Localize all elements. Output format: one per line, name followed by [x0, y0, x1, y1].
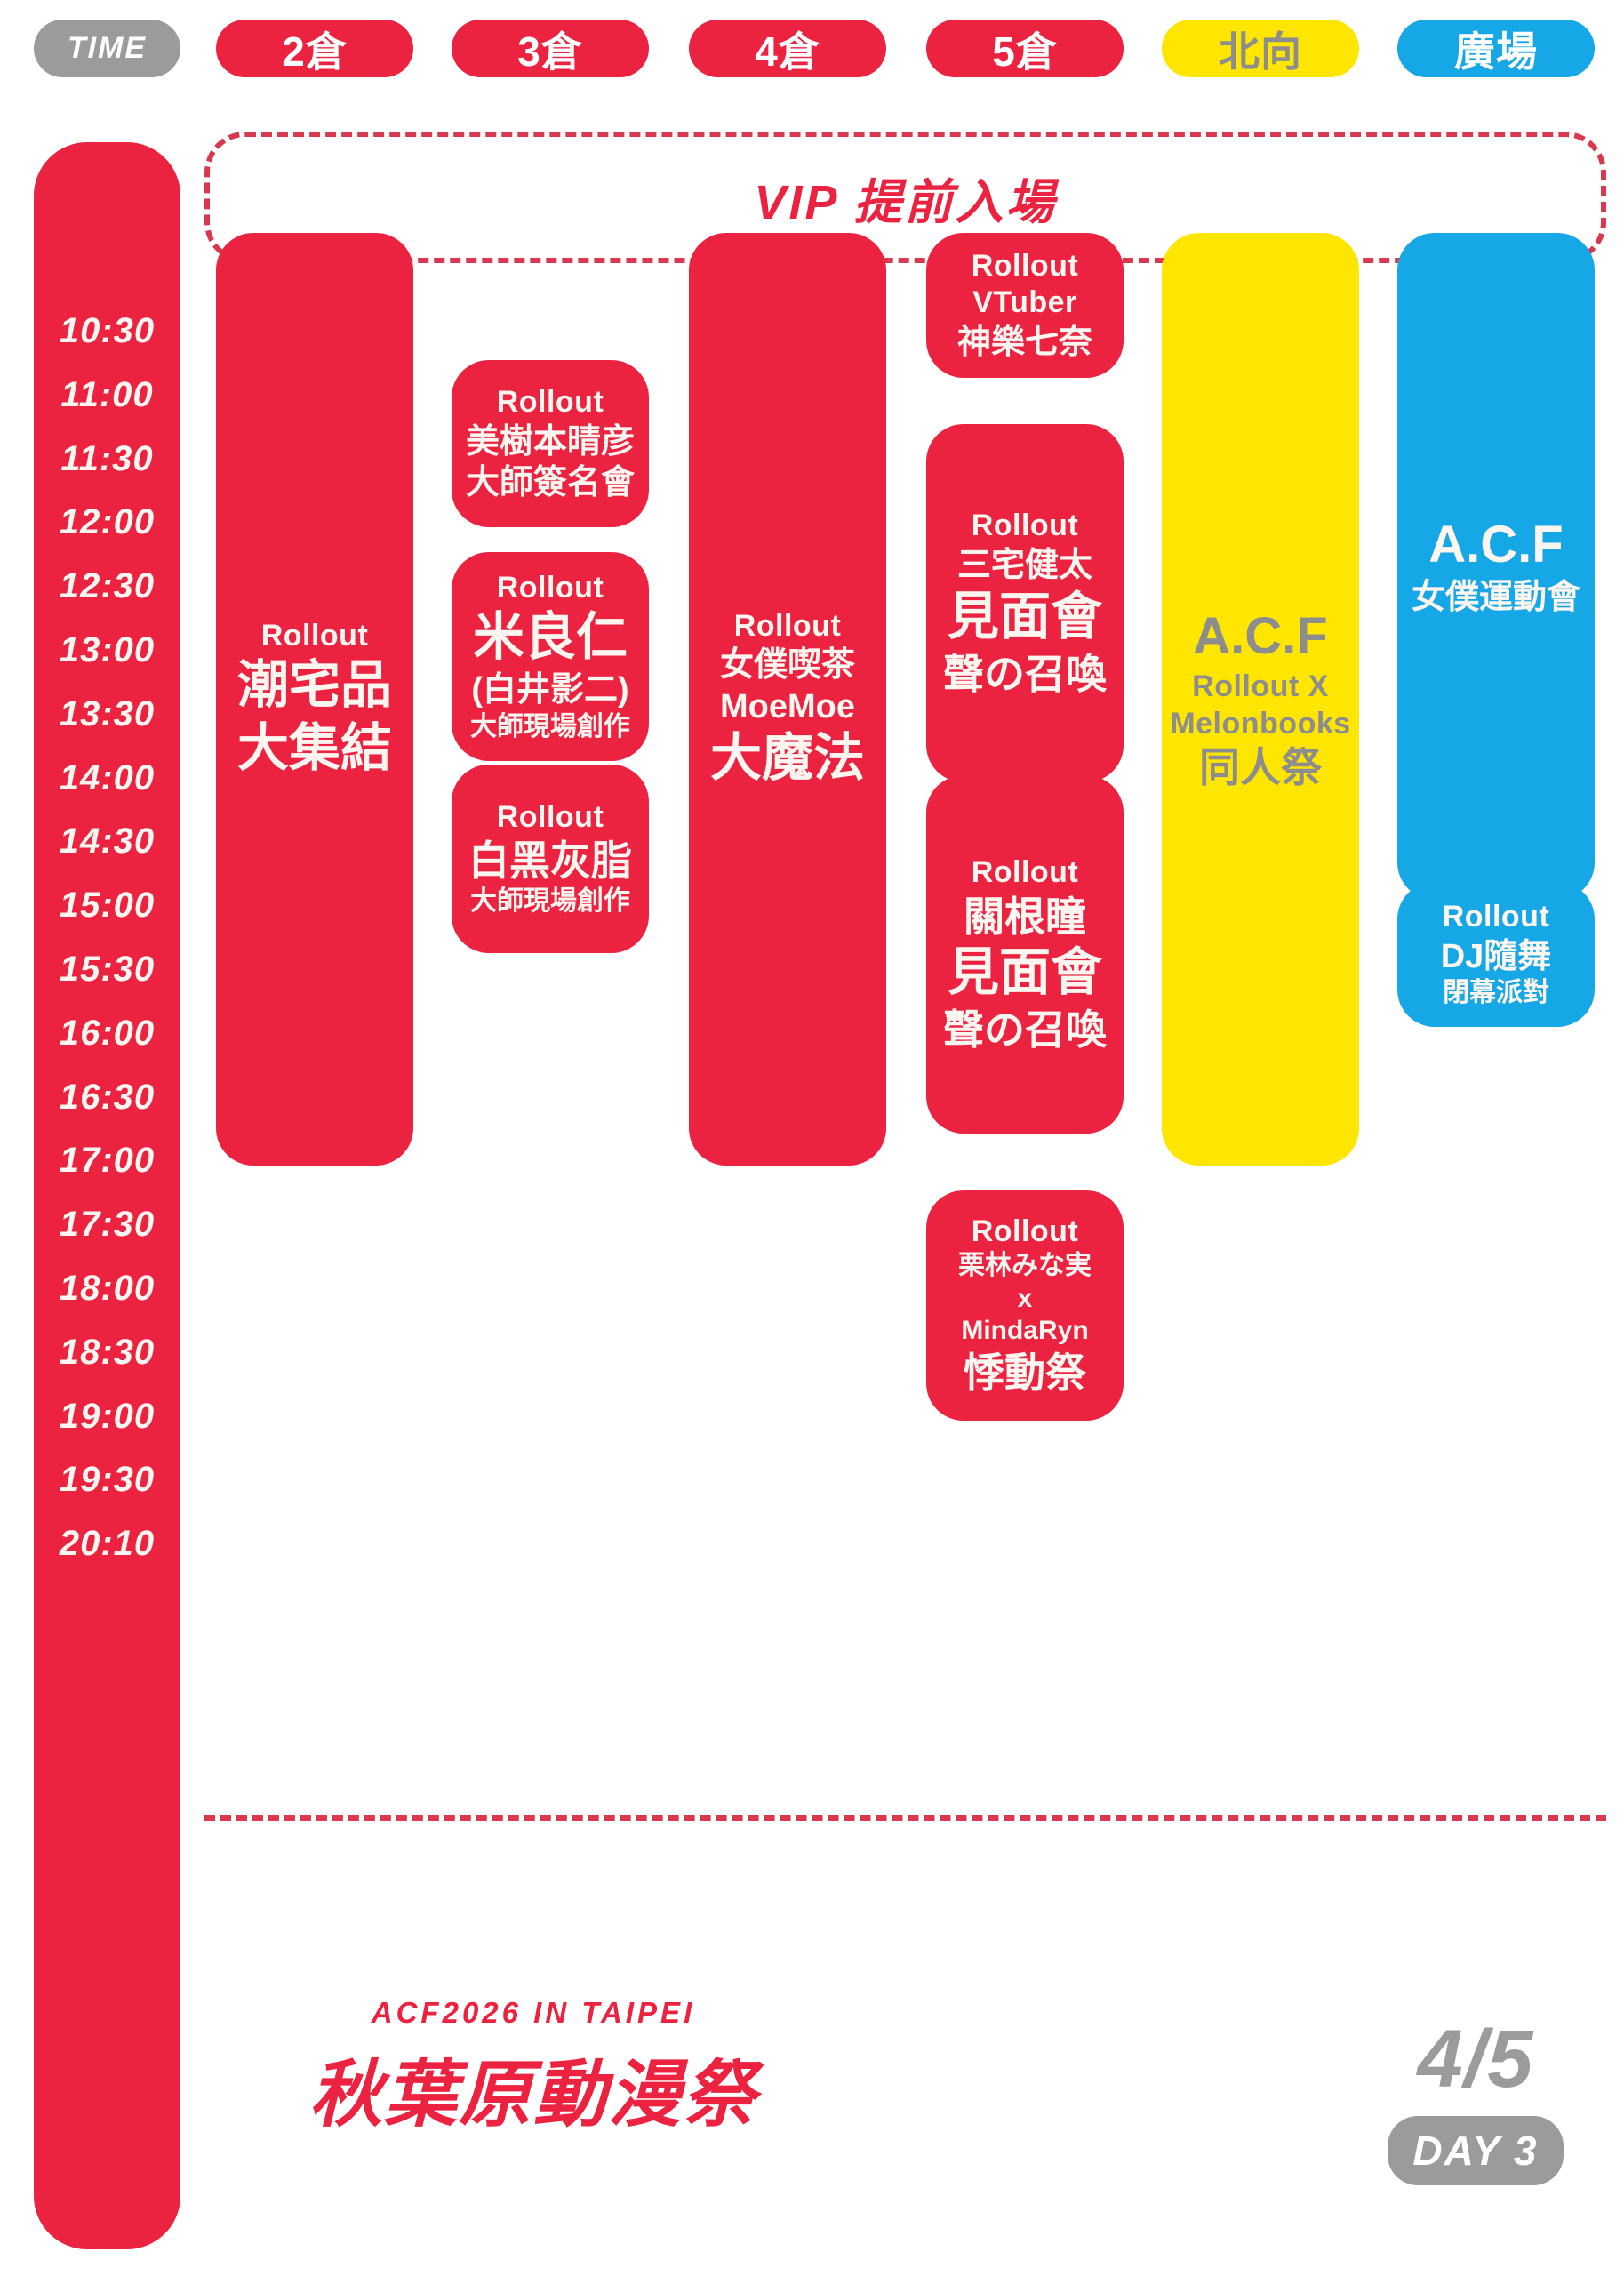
- event-card-line: 大師現場創作: [470, 711, 630, 741]
- time-label: 13:30: [59, 693, 156, 733]
- event-card-line: 潮宅品: [236, 656, 392, 715]
- event-card-line: Rollout: [733, 608, 842, 643]
- time-label: 19:00: [59, 1396, 156, 1436]
- event-card-line: 栗林みな実: [958, 1251, 1092, 1281]
- event-card-line: 女僕喫茶: [719, 646, 855, 685]
- event-card-line: MoeMoe: [720, 687, 855, 725]
- event-card-line: MindaRyn: [961, 1316, 1089, 1346]
- event-card-line: (白井影二): [471, 671, 629, 709]
- event-card-line: 閉幕派對: [1443, 978, 1549, 1008]
- event-card-line: Rollout: [1442, 900, 1550, 934]
- event-card-line: Rollout X: [1192, 669, 1329, 704]
- event-card-line: Rollout: [496, 799, 604, 834]
- event-card-line: Rollout: [496, 385, 604, 420]
- time-label: 15:00: [59, 886, 156, 926]
- time-label: 17:00: [59, 1141, 156, 1181]
- event-card-line: 美樹本晴彦: [465, 422, 635, 461]
- vip-banner-label: VIP 提前入場: [754, 175, 1057, 229]
- time-label: 12:30: [59, 566, 156, 606]
- venue-header-plaza[interactable]: 廣場: [1397, 20, 1595, 77]
- time-label: 18:00: [59, 1269, 156, 1308]
- time-label: 18:30: [59, 1332, 156, 1372]
- event-card-line: 米良仁: [472, 608, 628, 667]
- event-date: 4/5: [1417, 2014, 1534, 2104]
- event-logo: ACF2026 IN TAIPEI 秋葉原動漫祭: [222, 1996, 844, 2141]
- event-card-line: 聲の召喚: [943, 650, 1107, 697]
- evening-session-divider: [204, 1815, 1606, 1821]
- event-logo-subtitle: ACF2026 IN TAIPEI: [371, 1996, 696, 2029]
- event-card-line: 大師現場創作: [470, 886, 630, 917]
- event-card-line: 女僕運動會: [1411, 579, 1580, 616]
- event-card[interactable]: A.C.F 女僕運動會: [1397, 232, 1595, 900]
- event-card-line: 關根瞳: [964, 893, 1086, 940]
- venue-header-hall4[interactable]: 4倉: [689, 20, 886, 77]
- time-column-header: TIME: [34, 20, 180, 77]
- time-label: 12:00: [59, 502, 156, 542]
- event-card-line: Rollout: [971, 855, 1079, 890]
- event-card-line: VTuber: [972, 285, 1077, 320]
- vip-early-entry-banner: VIP 提前入場: [204, 132, 1606, 263]
- time-label: 17:30: [59, 1205, 156, 1245]
- event-card-line: Rollout: [971, 1214, 1079, 1248]
- event-card-line: Rollout: [971, 248, 1079, 283]
- event-card-line: 大魔法: [709, 729, 865, 788]
- event-card-line: 聲の召喚: [943, 1006, 1107, 1053]
- venue-header-hall5[interactable]: 5倉: [926, 20, 1124, 77]
- time-label: 10:30: [59, 311, 156, 350]
- day-badge: DAY 3: [1388, 2116, 1564, 2185]
- event-card-line: DJ隨舞: [1440, 937, 1552, 975]
- event-card-line: 同人祭: [1199, 744, 1322, 791]
- event-card-line: Rollout: [971, 509, 1079, 543]
- venue-header-hall2[interactable]: 2倉: [216, 20, 413, 77]
- event-card-line: 見面會: [947, 942, 1102, 1001]
- event-card-line: 見面會: [947, 588, 1102, 646]
- event-card-line: Melonbooks: [1170, 706, 1351, 741]
- time-label: 11:30: [60, 438, 154, 478]
- event-date-block: 4/5 DAY 3: [1342, 2018, 1609, 2185]
- event-logo-title: 秋葉原動漫祭: [309, 2055, 757, 2136]
- time-label: 19:30: [59, 1460, 156, 1500]
- event-card-line: Rollout: [496, 570, 604, 605]
- event-card-line: 三宅健太: [956, 546, 1092, 584]
- event-card-line: 白黑灰脂: [468, 837, 632, 885]
- event-card-line: Rollout: [260, 618, 369, 653]
- venue-header-north[interactable]: 北向: [1162, 20, 1359, 77]
- event-card-line: 神樂七奈: [956, 323, 1092, 361]
- time-axis-rail: 10:30 11:00 11:30 12:00 12:30 13:00 13:30 14:00…: [34, 142, 180, 2249]
- time-label: 13:00: [59, 630, 156, 669]
- time-label: 16:30: [59, 1077, 156, 1117]
- event-card-line: 悸動祭: [964, 1350, 1086, 1397]
- time-label: 20:10: [59, 1524, 156, 1564]
- event-card-line: A.C.F: [1428, 516, 1564, 574]
- event-card-line: 大師簽名會: [465, 463, 635, 501]
- time-label: 11:00: [60, 374, 154, 414]
- time-label: 14:00: [59, 757, 156, 797]
- event-card-line: x: [1017, 1283, 1033, 1313]
- time-label: 14:30: [59, 821, 156, 862]
- time-label: 15:30: [59, 950, 156, 989]
- time-label: 16:00: [59, 1013, 156, 1053]
- event-card-line: A.C.F: [1193, 607, 1328, 666]
- venue-header-hall3[interactable]: 3倉: [452, 20, 649, 77]
- event-card-line: 大集結: [236, 719, 392, 778]
